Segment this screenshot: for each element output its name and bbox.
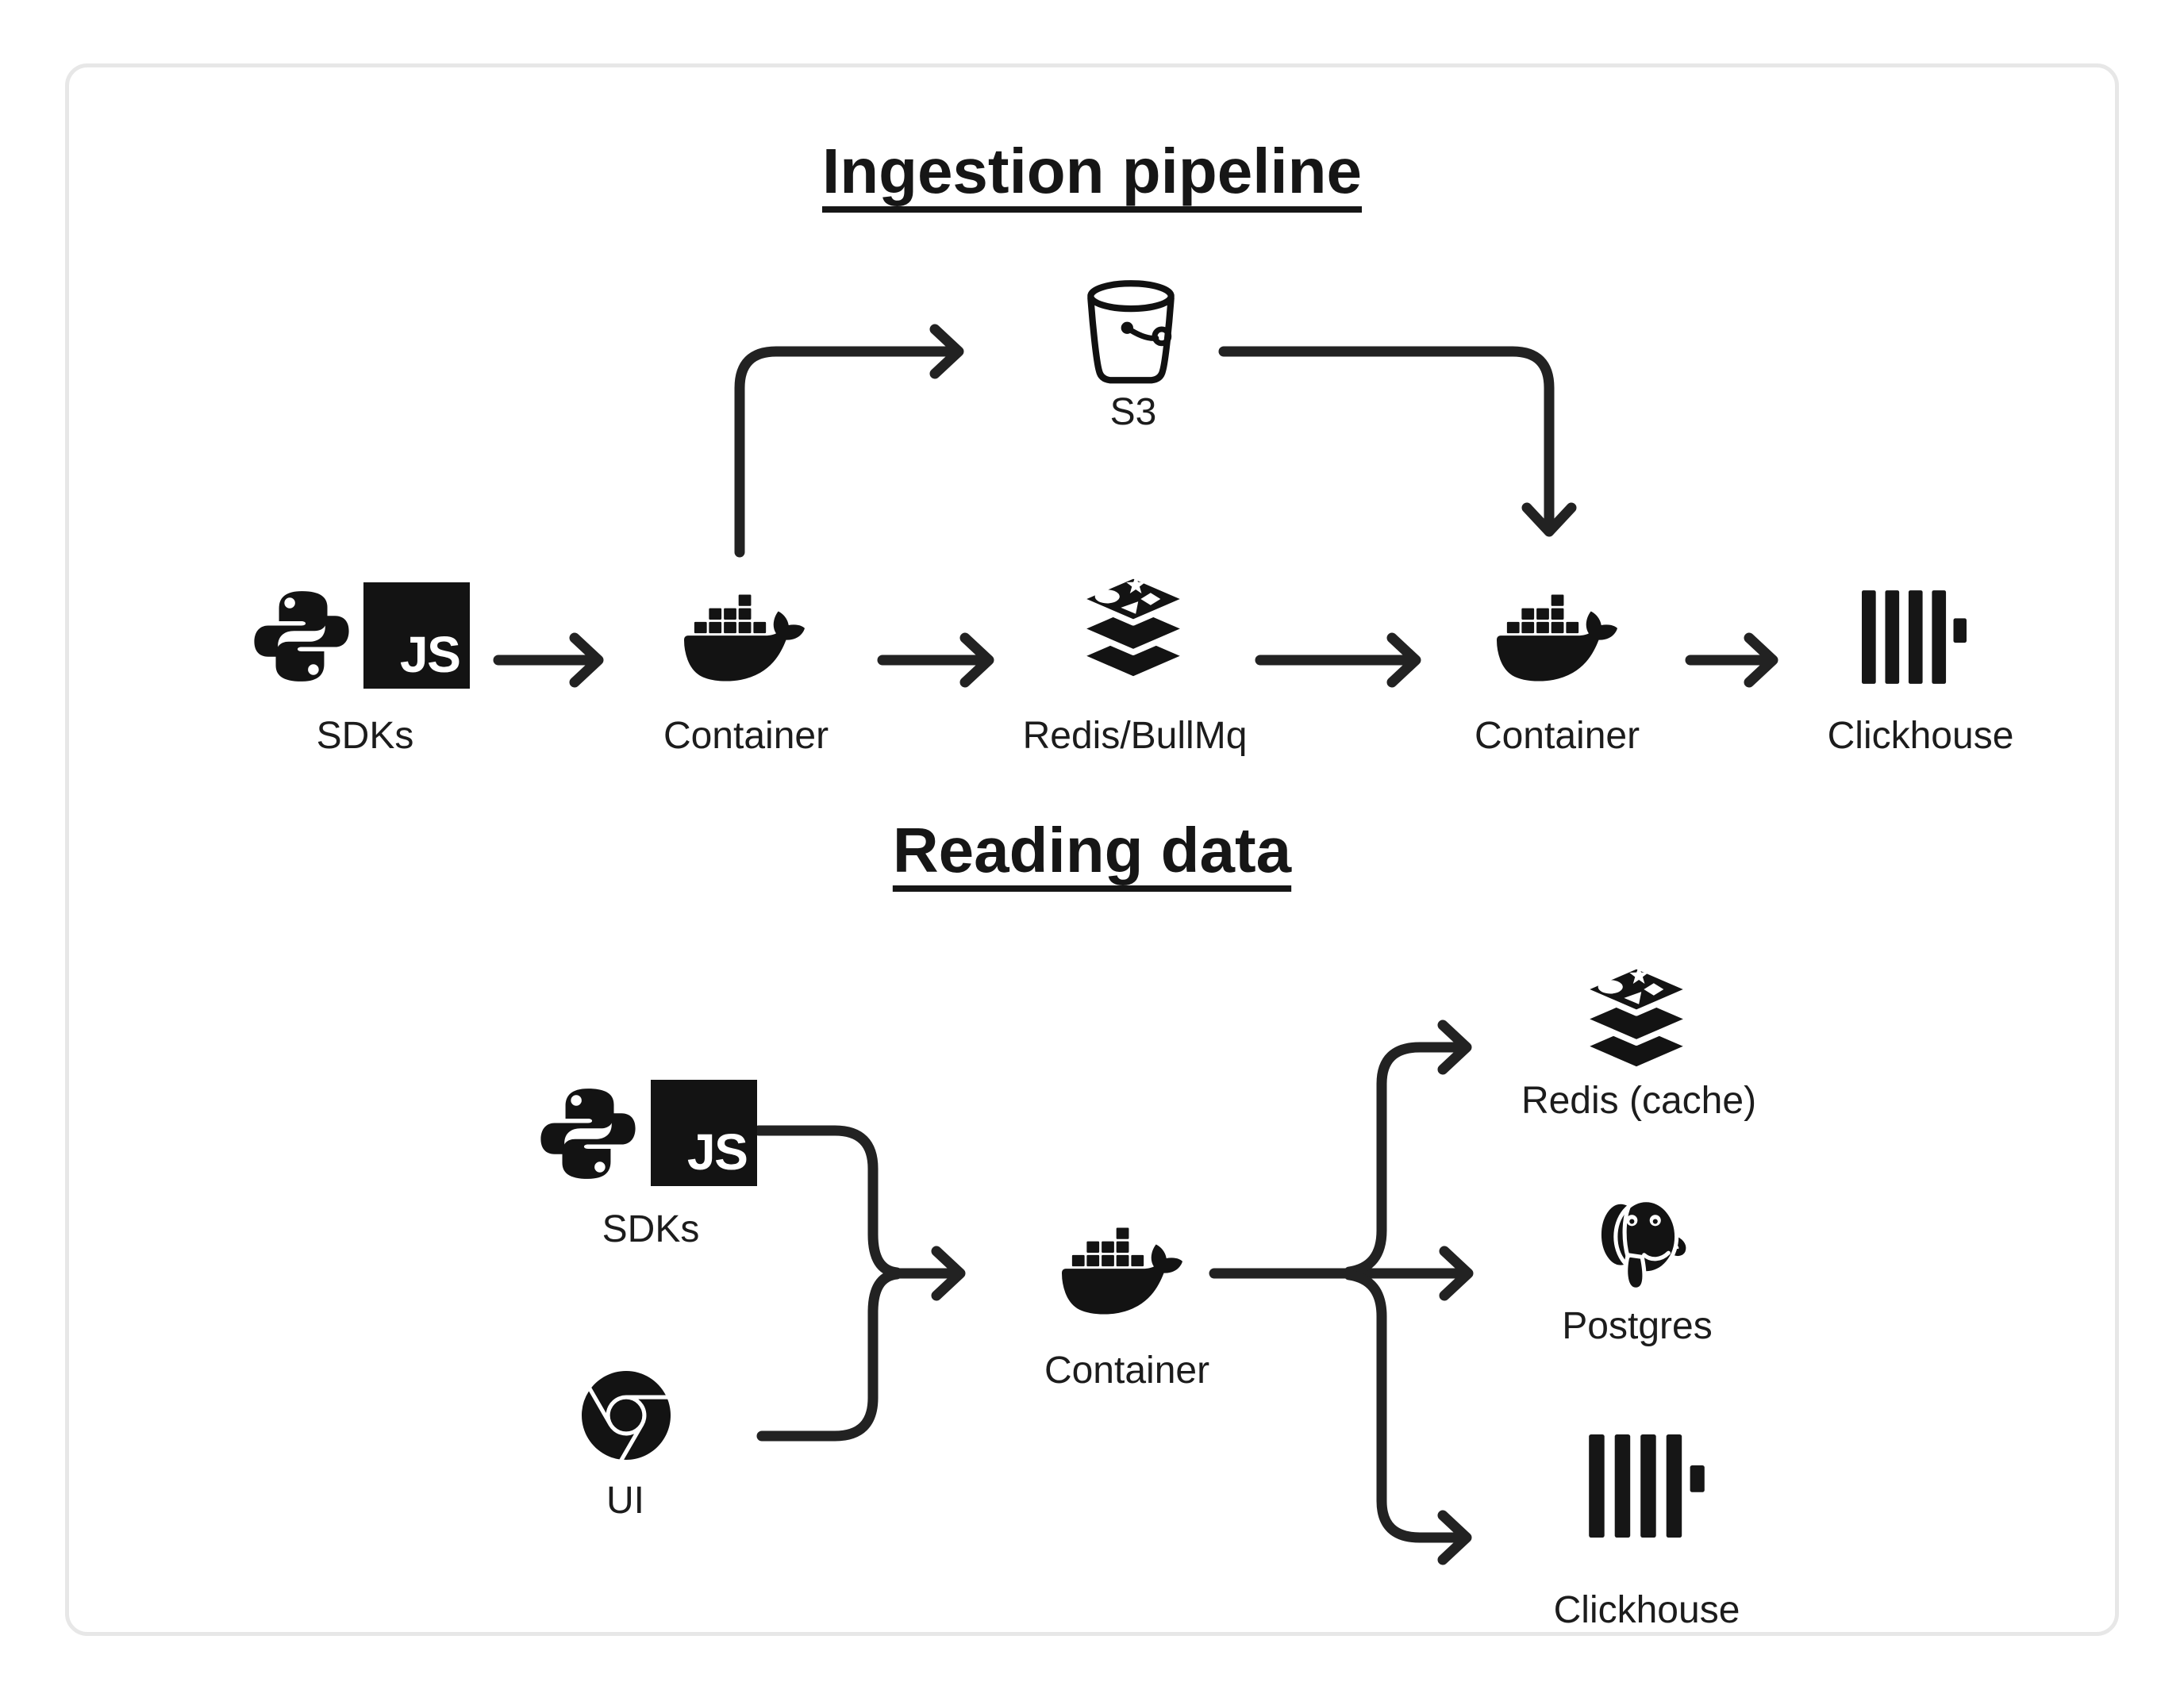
s3-bucket-icon — [1090, 283, 1171, 380]
arrow-container-to-postgres — [1209, 1246, 1474, 1301]
javascript-icon — [651, 1080, 757, 1186]
python-icon — [254, 591, 349, 682]
arrow-container-to-redis-cache — [1344, 1019, 1472, 1277]
connector-sdks-merge — [753, 1125, 902, 1278]
node-label-sdks: SDKs — [316, 715, 414, 757]
node-label-clickhouse-read: Clickhouse — [1553, 1589, 1740, 1631]
clickhouse-icon — [1589, 1434, 1705, 1538]
redis-icon — [1582, 966, 1690, 1069]
python-icon — [540, 1089, 636, 1179]
arrow-sdks-to-container — [493, 632, 604, 688]
docker-icon — [1062, 1227, 1182, 1315]
node-label-sdks-reading: SDKs — [602, 1208, 700, 1250]
node-label-clickhouse: Clickhouse — [1827, 715, 2014, 757]
redis-icon — [1079, 575, 1187, 679]
node-label-container-worker: Container — [1474, 715, 1640, 757]
arrow-container-to-s3 — [734, 324, 964, 558]
arrow-worker-to-clickhouse — [1685, 632, 1778, 688]
node-label-ui: UI — [606, 1480, 644, 1522]
node-label-postgres: Postgres — [1562, 1305, 1713, 1347]
arrow-container-to-queue — [877, 632, 994, 688]
arrow-s3-to-worker — [1218, 346, 1577, 537]
connector-ui-merge — [756, 1269, 902, 1442]
clickhouse-icon — [1862, 590, 1967, 684]
node-label-container-read: Container — [1044, 1350, 1210, 1392]
section-title-reading: Reading data — [892, 815, 1292, 885]
section-title-ingestion: Ingestion pipeline — [821, 136, 1363, 206]
arrow-queue-to-worker — [1255, 632, 1421, 688]
node-label-s3: S3 — [1109, 391, 1157, 433]
node-label-queue: Redis/BullMq — [1022, 715, 1248, 757]
chrome-browser-icon — [582, 1371, 671, 1460]
arrow-container-to-clickhouse — [1344, 1269, 1472, 1565]
javascript-icon — [363, 582, 470, 689]
docker-icon — [1497, 594, 1617, 682]
arrow-merge-to-container — [890, 1246, 966, 1301]
postgres-icon — [1599, 1200, 1682, 1290]
node-label-container-ingest: Container — [663, 715, 829, 757]
node-label-redis-cache: Redis (cache) — [1521, 1080, 1757, 1122]
docker-icon — [684, 594, 805, 682]
